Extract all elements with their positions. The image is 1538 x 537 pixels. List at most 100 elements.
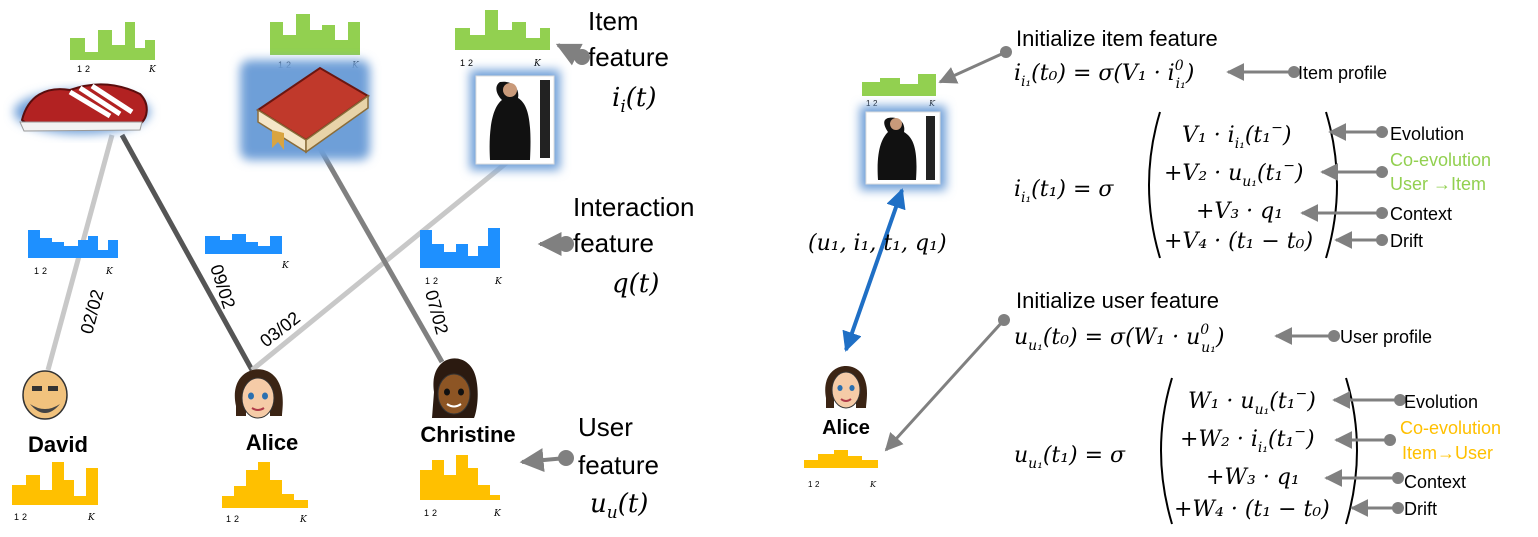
user-update-lhs: uu₁(t₁) = σ [1014, 443, 1126, 472]
histogram-tick-1: 1 [34, 266, 39, 276]
item-update-lhs: ii₁(t₁) = σ [1014, 177, 1114, 206]
item-init-heading: Initialize item feature [1016, 26, 1218, 51]
item-init-equation-close: ) [1185, 61, 1195, 86]
user-update-lhs-sub: u₁ [1028, 456, 1043, 472]
user-init-heading: Initialize user feature [1016, 288, 1219, 313]
user-init-equation-lhs: u [1014, 325, 1028, 350]
histogram-tick-1: 1 [424, 508, 429, 518]
user-update-lhs-base: u [1014, 443, 1028, 468]
user-feature-symbol-base: u [590, 489, 607, 519]
user-profile-note: User profile [1340, 327, 1432, 347]
user-update-row-2-a: +W₂ · i [1180, 427, 1258, 452]
item-update-row-2-c: ) [1294, 161, 1304, 186]
histogram-tick-k: K [299, 515, 308, 525]
user-init-pointer-arrow [884, 314, 1010, 452]
item-update-row-2: +V₂ · uu₁(t₁−) [1164, 158, 1304, 190]
shoe-icon [14, 83, 150, 134]
item-init-equation-lhs-sub: i₁ [1021, 74, 1031, 90]
item-init-equation-sub: i₁ [1176, 76, 1186, 92]
user-coevolution-note-line2: Item→User [1402, 443, 1493, 463]
user-name-alice-right: Alice [822, 417, 870, 439]
item-feature-histogram-shoe: 1 2 K [70, 22, 157, 75]
item-update-row-2-a: +V₂ · u [1164, 161, 1242, 186]
interaction-feature-label-line2: feature [573, 228, 654, 258]
histogram-tick-2: 2 [873, 99, 878, 108]
item-update-row-1: V₁ · ii₁(t₁−) [1182, 120, 1291, 152]
item-init-pointer-arrow [938, 46, 1012, 84]
user-update-row-2-b: (t₁ [1268, 427, 1294, 452]
item-feature-label-line2: feature [588, 42, 669, 72]
item-update-row-2-b: (t₁ [1257, 161, 1283, 186]
item-drift-note: Drift [1390, 231, 1423, 251]
histogram-tick-2: 2 [433, 276, 438, 286]
user-init-equation-sub: u₁ [1201, 340, 1216, 356]
user-update-row-2-sub: i₁ [1258, 440, 1268, 456]
histogram-tick-k: K [494, 277, 503, 287]
histogram-tick-2: 2 [85, 64, 90, 74]
user-update-row-1-a: W₁ · u [1188, 389, 1255, 414]
user-feature-symbol-arg: (t) [618, 489, 649, 519]
interaction-feature-symbol: q(t) [612, 269, 659, 299]
histogram-tick-k: K [928, 99, 936, 108]
alice-avatar-icon [825, 366, 867, 409]
edge-alice-shoe [119, 133, 255, 372]
user-update-row-1-b: (t₁ [1269, 389, 1295, 414]
histogram-tick-1: 1 [866, 99, 871, 108]
user-feature-label-line2: feature [578, 450, 659, 480]
user-item-interaction-arrow [842, 188, 906, 352]
user-init-equation-body: (t₀) = σ(W₁ · u [1043, 325, 1200, 350]
interaction-feature-histogram-alice: K [205, 234, 290, 271]
item-profile-note: Item profile [1298, 63, 1387, 83]
histogram-tick-2: 2 [42, 266, 47, 276]
user-feature-histogram-alice: 1 2 K [222, 462, 308, 525]
item-feature-symbol: ii(t) [612, 83, 657, 117]
user-update-row-1-c: ) [1306, 389, 1316, 414]
histogram-tick-1: 1 [14, 512, 19, 522]
histogram-tick-1: 1 [226, 514, 231, 524]
user-update-row-1: W₁ · uu₁(t₁−) [1188, 386, 1316, 418]
histogram-tick-k: K [869, 480, 877, 489]
item-update-row-4: +V₄ · (t₁ − t₀) [1164, 229, 1313, 254]
user-update-row-3: +W₃ · q₁ [1206, 465, 1300, 490]
album-cover-icon [470, 70, 560, 170]
histogram-tick-k: K [493, 509, 502, 519]
user-init-equation-lhs-sub: u₁ [1028, 338, 1043, 354]
user-init-equation-sup: 0 [1200, 322, 1209, 338]
item-update-left-paren [1148, 111, 1161, 259]
user-feature-histogram-right: 1 2 K [804, 450, 878, 489]
user-update-row-2: +W₂ · ii₁(t₁−) [1180, 424, 1315, 456]
histogram-tick-2: 2 [468, 58, 473, 68]
histogram-tick-k: K [533, 59, 542, 69]
item-context-note: Context [1390, 204, 1452, 224]
alice-avatar-icon [234, 369, 283, 419]
histogram-tick-1: 1 [425, 276, 430, 286]
item-update-lhs-base: i [1014, 177, 1021, 202]
interaction-tuple: (u₁, i₁, t₁, q₁) [808, 231, 947, 256]
histogram-tick-2: 2 [234, 514, 239, 524]
item-feature-histogram-album: 1 2 K [455, 10, 550, 69]
edge-alice-album [250, 158, 512, 372]
histogram-tick-2: 2 [815, 480, 820, 489]
user-name-alice: Alice [246, 430, 299, 455]
item-update-lhs-body: (t₁) = σ [1031, 177, 1114, 202]
item-coevolution-note-line1: Co-evolution [1390, 150, 1491, 170]
item-update-row-1-sub: i₁ [1235, 136, 1245, 152]
item-feature-histogram-right: 1 2 K [862, 74, 936, 108]
item-update-row-2-sub: u₁ [1242, 174, 1257, 190]
histogram-tick-k: K [281, 261, 290, 271]
item-init-equation-sup: 0 [1175, 58, 1184, 74]
interaction-feature-label-line1: Interaction [573, 192, 694, 222]
user-update-row-4: +W₄ · (t₁ − t₀) [1174, 497, 1330, 522]
user-drift-note: Drift [1404, 499, 1437, 519]
histogram-tick-k: K [105, 267, 114, 277]
edge-date-david-shoe: 02/02 [77, 287, 108, 336]
user-update-row-2-c: ) [1305, 427, 1315, 452]
user-name-david: David [28, 432, 88, 457]
interaction-feature-histogram-christine: 1 2 K [420, 228, 503, 287]
item-update-row-1-a: V₁ · i [1182, 123, 1235, 148]
user-update-row-2-sup: − [1294, 424, 1306, 440]
christine-avatar-icon [432, 358, 478, 418]
